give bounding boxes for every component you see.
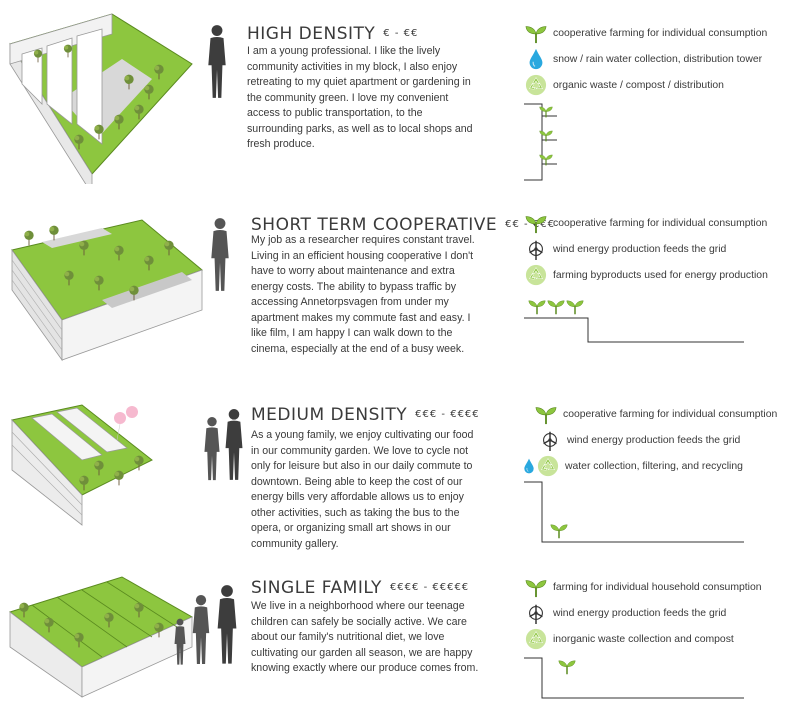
section-description: My job as a researcher requires constant… bbox=[251, 234, 475, 355]
section-title: MEDIUM DENSITY €€€ - €€€€ bbox=[251, 405, 480, 425]
title-text: SINGLE FAMILY bbox=[251, 578, 382, 598]
wind-turbine-icon bbox=[525, 238, 547, 260]
recycle-icon bbox=[525, 74, 547, 96]
section-description: I am a young professional. I like the li… bbox=[247, 45, 473, 150]
short-term-cooperative-axonometric-illustration bbox=[11, 219, 203, 362]
sprout-icon bbox=[535, 403, 557, 425]
legend-item: wind energy production feeds the grid bbox=[525, 238, 726, 260]
legend-label: inorganic waste collection and compost bbox=[553, 633, 734, 645]
medium-density-section-schema bbox=[524, 481, 744, 543]
water-drop-icon bbox=[521, 455, 537, 477]
legend-item: wind energy production feeds the grid bbox=[539, 429, 740, 451]
recycle-icon bbox=[537, 455, 559, 477]
legend-label: wind energy production feeds the grid bbox=[553, 243, 727, 255]
legend-item: water collection, filtering, and recycli… bbox=[521, 455, 743, 477]
sprout-icon bbox=[525, 212, 547, 234]
legend-label: organic waste / compost / distribution bbox=[553, 79, 724, 91]
medium-density-axonometric-illustration bbox=[11, 404, 153, 526]
price-range: € - €€ bbox=[383, 28, 419, 39]
legend-item: snow / rain water collection, distributi… bbox=[525, 48, 762, 70]
section-high-density: HIGH DENSITY € - €€ I am a young professi… bbox=[0, 0, 800, 190]
legend-label: wind energy production feeds the grid bbox=[567, 434, 741, 446]
section-title: SHORT TERM COOPERATIVE €€ - €€€ bbox=[251, 215, 555, 235]
price-range: €€€€ - €€€€€ bbox=[389, 582, 470, 593]
legend-item: inorganic waste collection and compost bbox=[525, 628, 734, 650]
legend-label: snow / rain water collection, distributi… bbox=[553, 53, 763, 65]
sprout-icon bbox=[525, 576, 547, 598]
recycle-icon bbox=[525, 628, 547, 650]
price-range: €€€ - €€€€ bbox=[415, 409, 480, 420]
section-title: SINGLE FAMILY €€€€ - €€€€€ bbox=[251, 578, 469, 598]
legend-item: cooperative farming for individual consu… bbox=[535, 403, 777, 425]
legend-item: cooperative farming for individual consu… bbox=[525, 22, 767, 44]
title-text: MEDIUM DENSITY bbox=[251, 405, 408, 425]
single-family-axonometric-illustration bbox=[8, 576, 194, 698]
legend-label: farming for individual household consump… bbox=[553, 581, 762, 593]
title-text: SHORT TERM COOPERATIVE bbox=[251, 215, 498, 235]
legend-item: organic waste / compost / distribution bbox=[525, 74, 724, 96]
short-term-cooperative-section-schema bbox=[524, 299, 744, 343]
wind-turbine-icon bbox=[525, 602, 547, 624]
legend-label: cooperative farming for individual consu… bbox=[553, 217, 768, 229]
section-title: HIGH DENSITY € - €€ bbox=[247, 24, 418, 44]
section-description: As a young family, we enjoy cultivating … bbox=[251, 429, 474, 550]
researcher-silhouette bbox=[211, 218, 229, 291]
section-medium-density: MEDIUM DENSITY €€€ - €€€€ As a young fami… bbox=[0, 388, 800, 568]
legend-item: cooperative farming for individual consu… bbox=[525, 212, 767, 234]
young-professional-silhouette bbox=[208, 25, 226, 98]
legend-item: farming byproducts used for energy produ… bbox=[525, 264, 768, 286]
sprout-icon bbox=[525, 22, 547, 44]
title-text: HIGH DENSITY bbox=[247, 24, 376, 44]
section-short-term-cooperative: SHORT TERM COOPERATIVE €€ - €€€ My job as… bbox=[0, 195, 800, 385]
price-range: €€ - €€€ bbox=[505, 219, 555, 230]
high-density-section-schema bbox=[524, 103, 557, 181]
legend-label: cooperative farming for individual consu… bbox=[553, 27, 768, 39]
family-silhouettes bbox=[174, 585, 237, 665]
water-drop-icon bbox=[525, 48, 547, 70]
recycle-icon bbox=[525, 264, 547, 286]
legend-label: wind energy production feeds the grid bbox=[553, 607, 727, 619]
legend-item: wind energy production feeds the grid bbox=[525, 602, 726, 624]
legend-label: cooperative farming for individual consu… bbox=[563, 408, 778, 420]
high-density-axonometric-illustration bbox=[9, 13, 193, 184]
wind-turbine-icon bbox=[539, 429, 561, 451]
single-family-section-schema bbox=[524, 657, 744, 699]
section-single-family: SINGLE FAMILY €€€€ - €€€€€ We live in a n… bbox=[0, 568, 800, 702]
legend-label: water collection, filtering, and recycli… bbox=[565, 460, 743, 472]
legend-item: farming for individual household consump… bbox=[525, 576, 762, 598]
legend-label: farming byproducts used for energy produ… bbox=[553, 269, 768, 281]
section-description: We live in a neighborhood where our teen… bbox=[251, 600, 479, 674]
young-family-silhouettes bbox=[204, 409, 243, 481]
